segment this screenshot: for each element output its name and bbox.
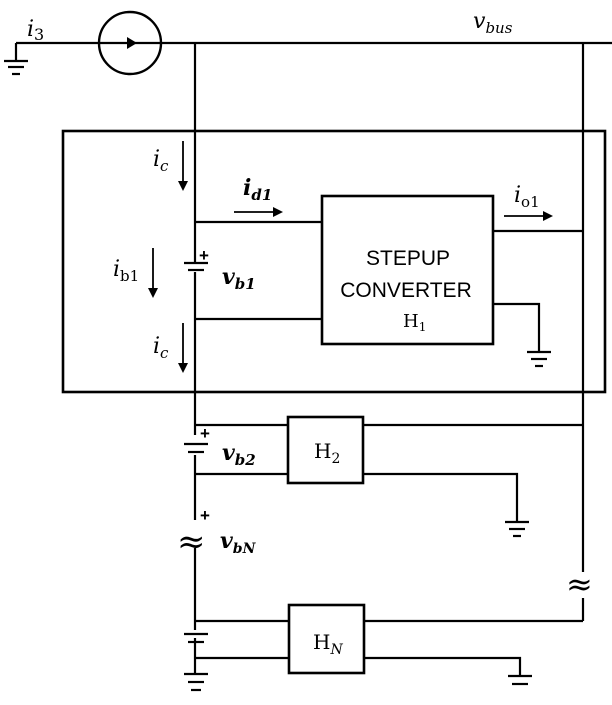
label-vbus: vbus — [473, 9, 513, 37]
label-ic-bottom: ic — [153, 334, 169, 362]
h1-line1: STEPUP — [366, 247, 450, 270]
arrow-ib1 — [148, 248, 158, 298]
arrow-id1 — [234, 207, 283, 217]
continuation-icon: ≈ — [566, 565, 593, 603]
current-source-icon — [97, 10, 163, 76]
label-i3: i3 — [27, 17, 44, 44]
ground-icon — [527, 350, 551, 368]
ground-icon — [508, 674, 532, 686]
module-1-enclosure — [61, 129, 607, 394]
battery-1-plus: + — [199, 246, 209, 265]
label-vb2: vb2 — [222, 440, 256, 469]
ground-icon — [184, 672, 208, 692]
battery-n-icon — [184, 632, 208, 644]
battery-n-plus: + — [200, 506, 210, 525]
label-id1: id1 — [243, 175, 272, 204]
battery-2-icon — [184, 442, 208, 454]
battery-2-plus: + — [200, 424, 210, 443]
continuation-icon: ≈ — [177, 522, 206, 562]
converter-hn — [287, 603, 366, 675]
label-ib1: ib1 — [113, 257, 139, 285]
stepup-converter-h1 — [320, 194, 495, 346]
label-vbN: vbN — [220, 528, 257, 557]
hn-label: HN — [313, 630, 343, 658]
arrow-io1 — [504, 211, 553, 221]
label-ic-top: ic — [153, 147, 169, 175]
h1-line2: CONVERTER — [340, 279, 471, 302]
label-io1: io1 — [514, 183, 540, 211]
converter-h2 — [286, 415, 365, 485]
ground-icon — [4, 43, 28, 76]
arrow-ic-bottom — [178, 323, 188, 373]
label-vb1: vb1 — [222, 264, 256, 293]
h2-label: H2 — [314, 439, 340, 467]
battery-1-icon — [184, 261, 208, 272]
h1-label: H1 — [403, 311, 426, 334]
ground-icon — [505, 520, 529, 538]
arrow-ic-top — [178, 141, 188, 191]
